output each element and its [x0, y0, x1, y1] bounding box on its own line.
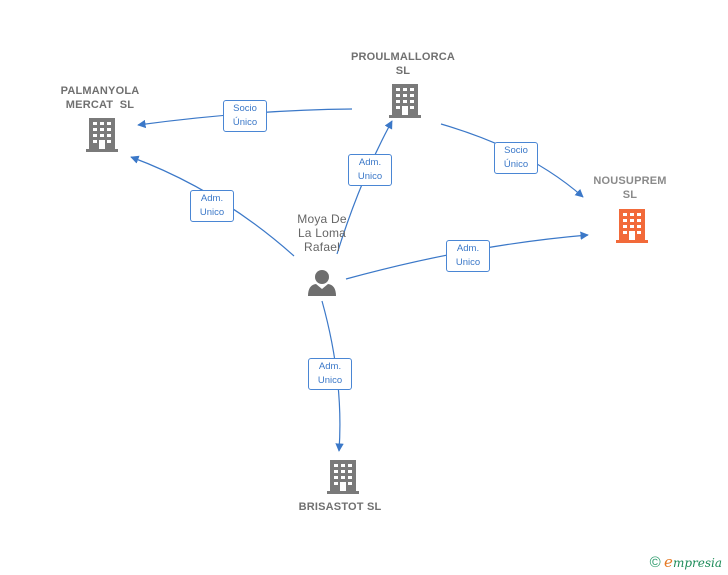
edge-label-line1: Socio: [504, 145, 528, 156]
brisastot-label-line1: BRISASTOT SL: [298, 501, 382, 513]
empresia-logo: © empresia: [650, 553, 722, 571]
edge-label-person-nou: Adm. Unico: [446, 240, 490, 272]
edge-label-line1: Socio: [233, 103, 257, 114]
proulmallorca-label: PROULMALLORCA SL: [343, 50, 463, 78]
person-label: Moya De La Loma Rafael: [272, 212, 372, 254]
edge-label-line1: Adm.: [456, 243, 480, 254]
palmanyola-label-line1: PALMANYOLA: [60, 85, 140, 97]
person-label-line3: Rafael: [304, 240, 340, 254]
edge-label-person-proul: Adm. Unico: [348, 154, 392, 186]
brisastot-label: BRISASTOT SL: [280, 500, 400, 514]
brand-e: e: [664, 553, 673, 571]
edge-label-person-palma: Adm. Unico: [190, 190, 234, 222]
nousuprem-label-line1: NOUSUPREM: [593, 175, 667, 187]
edge-label-line1: Adm.: [358, 157, 382, 168]
copyright-symbol: ©: [649, 554, 661, 571]
edge-label-line1: Adm.: [200, 193, 224, 204]
edge-label-line2: Unico: [357, 171, 383, 182]
edge-label-person-bris: Adm. Unico: [308, 358, 352, 390]
palmanyola-building-icon: [86, 118, 118, 152]
proulmallorca-label-line1: PROULMALLORCA: [350, 51, 456, 63]
edge-label-line1: Adm.: [318, 361, 342, 372]
edge-label-line2: Unico: [317, 375, 343, 386]
edge-label-proul-palma: Socio Único: [223, 100, 267, 132]
palmanyola-label: PALMANYOLA MERCAT SL: [40, 84, 160, 112]
proulmallorca-building-icon: [389, 84, 421, 118]
edge-label-line2: Único: [503, 159, 529, 170]
nousuprem-building-icon: [616, 209, 648, 243]
nousuprem-label: NOUSUPREM SL: [570, 174, 690, 202]
brand-rest: mpresia: [672, 556, 722, 570]
person-label-line1: Moya De: [297, 212, 347, 226]
palmanyola-label-line2: MERCAT SL: [65, 99, 135, 111]
brisastot-building-icon: [327, 460, 359, 494]
edge-label-line2: Unico: [455, 257, 481, 268]
person-label-line2: La Loma: [297, 226, 347, 240]
proulmallorca-label-line2: SL: [395, 65, 411, 77]
edge-label-proul-nou: Socio Único: [494, 142, 538, 174]
edge-label-line2: Unico: [199, 207, 225, 218]
person-icon: [308, 270, 336, 296]
edge-label-line2: Único: [232, 117, 258, 128]
nousuprem-label-line2: SL: [622, 189, 638, 201]
